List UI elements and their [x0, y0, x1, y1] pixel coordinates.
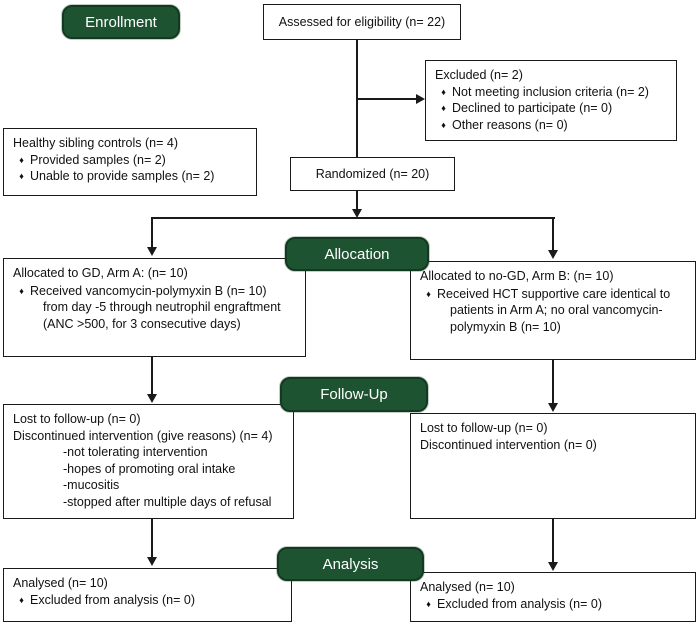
followup-a-line: Discontinued intervention (give reasons)… [13, 428, 273, 443]
diamond-bullet-icon: ♦ [441, 119, 446, 130]
allocation-arm-b-box: Allocated to no-GD, Arm B: (n= 10) ♦ Rec… [410, 261, 696, 360]
allocation-arm-a-box: Allocated to GD, Arm A: (n= 10) ♦ Receiv… [3, 258, 306, 357]
alloc-a-continuation: (ANC >500, for 3 consecutive days) [43, 316, 241, 331]
stage-allocation-label: Allocation [324, 245, 390, 263]
connector-to-excluded [357, 98, 416, 100]
analysis-b-title: Analysed (n= 10) [420, 580, 515, 594]
alloc-a-continuation: from day -5 through neutrophil engraftme… [43, 300, 281, 314]
diamond-bullet-icon: ♦ [19, 594, 24, 605]
assessed-text: Assessed for eligibility (n= 22) [278, 14, 446, 29]
stage-enrollment-label: Enrollment [85, 13, 157, 31]
alloc-b-title: Allocated to no-GD, Arm B: (n= 10) [420, 269, 614, 283]
connector-arm-a-drop [151, 217, 153, 247]
excluded-box: Excluded (n= 2) ♦ Not meeting inclusion … [425, 60, 677, 141]
excluded-bullet: ♦ Not meeting inclusion criteria (n= 2) [435, 84, 667, 101]
alloc-a-bullet: ♦ Received vancomycin-polymyxin B (n= 10… [13, 283, 296, 300]
randomized-text: Randomized (n= 20) [315, 166, 430, 181]
followup-a-reason: -stopped after multiple days of refusal [63, 494, 272, 509]
connector-randomized-down [356, 190, 358, 210]
arrowhead-excluded [416, 94, 425, 104]
followup-a-reason: -not tolerating intervention [63, 445, 208, 459]
connector-arm-b-drop [552, 217, 554, 251]
followup-b-line: Discontinued intervention (n= 0) [420, 437, 597, 452]
alloc-a-title: Allocated to GD, Arm A: (n= 10) [13, 266, 188, 280]
arrowhead-analysis-b [548, 562, 558, 571]
siblings-bullet: ♦ Unable to provide samples (n= 2) [13, 168, 247, 185]
followup-arm-b-box: Lost to follow-up (n= 0) Discontinued in… [410, 413, 696, 519]
analysis-b-bullet: ♦ Excluded from analysis (n= 0) [420, 596, 686, 613]
alloc-b-continuation: patients in Arm A; no oral vancomycin- [450, 303, 663, 317]
assessed-box: Assessed for eligibility (n= 22) [263, 4, 461, 40]
diamond-bullet-icon: ♦ [441, 86, 446, 97]
alloc-b-continuation: polymyxin B (n= 10) [450, 319, 561, 334]
analysis-arm-a-box: Analysed (n= 10) ♦ Excluded from analysi… [3, 568, 292, 622]
stage-followup-pill: Follow-Up [280, 377, 428, 412]
connector-alloc-b-to-followup [552, 360, 554, 404]
arrowhead-arm-b [548, 250, 558, 259]
stage-analysis-label: Analysis [322, 555, 379, 573]
excluded-title: Excluded (n= 2) [435, 68, 523, 82]
diamond-bullet-icon: ♦ [19, 154, 24, 165]
stage-analysis-pill: Analysis [277, 547, 424, 581]
followup-a-reason: -mucositis [63, 478, 120, 492]
diamond-bullet-icon: ♦ [19, 171, 24, 181]
connector-followup-b-to-analysis [552, 519, 554, 563]
stage-allocation-pill: Allocation [285, 237, 429, 271]
followup-b-line: Lost to follow-up (n= 0) [420, 421, 548, 435]
excluded-bullet: ♦ Other reasons (n= 0) [435, 117, 667, 134]
arrowhead-followup-b [548, 403, 558, 412]
arrowhead-arm-a [147, 247, 157, 256]
diamond-bullet-icon: ♦ [19, 285, 24, 296]
analysis-a-title: Analysed (n= 10) [13, 576, 108, 590]
followup-a-line: Lost to follow-up (n= 0) [13, 412, 141, 426]
arrowhead-randomized-split [352, 209, 362, 218]
siblings-title: Healthy sibling controls (n= 4) [13, 136, 179, 150]
arrowhead-followup-a [147, 394, 157, 403]
followup-a-reason: -hopes of promoting oral intake [63, 461, 236, 476]
diamond-bullet-icon: ♦ [441, 103, 446, 113]
analysis-a-bullet: ♦ Excluded from analysis (n= 0) [13, 592, 282, 609]
connector-followup-a-to-analysis [151, 519, 153, 558]
randomized-box: Randomized (n= 20) [290, 157, 455, 191]
diamond-bullet-icon: ♦ [426, 288, 431, 299]
arrowhead-analysis-a [147, 557, 157, 566]
stage-followup-label: Follow-Up [320, 386, 388, 403]
analysis-arm-b-box: Analysed (n= 10) ♦ Excluded from analysi… [410, 572, 696, 622]
excluded-bullet: ♦ Declined to participate (n= 0) [435, 100, 667, 117]
siblings-box: Healthy sibling controls (n= 4) ♦ Provid… [3, 128, 257, 196]
stage-enrollment-pill: Enrollment [62, 5, 180, 39]
connector-split-horizontal [151, 217, 555, 219]
alloc-b-bullet: ♦ Received HCT supportive care identical… [420, 286, 686, 303]
diamond-bullet-icon: ♦ [426, 598, 431, 609]
followup-arm-a-box: Lost to follow-up (n= 0) Discontinued in… [3, 404, 294, 519]
connector-alloc-a-to-followup [151, 357, 153, 395]
siblings-bullet: ♦ Provided samples (n= 2) [13, 152, 247, 169]
